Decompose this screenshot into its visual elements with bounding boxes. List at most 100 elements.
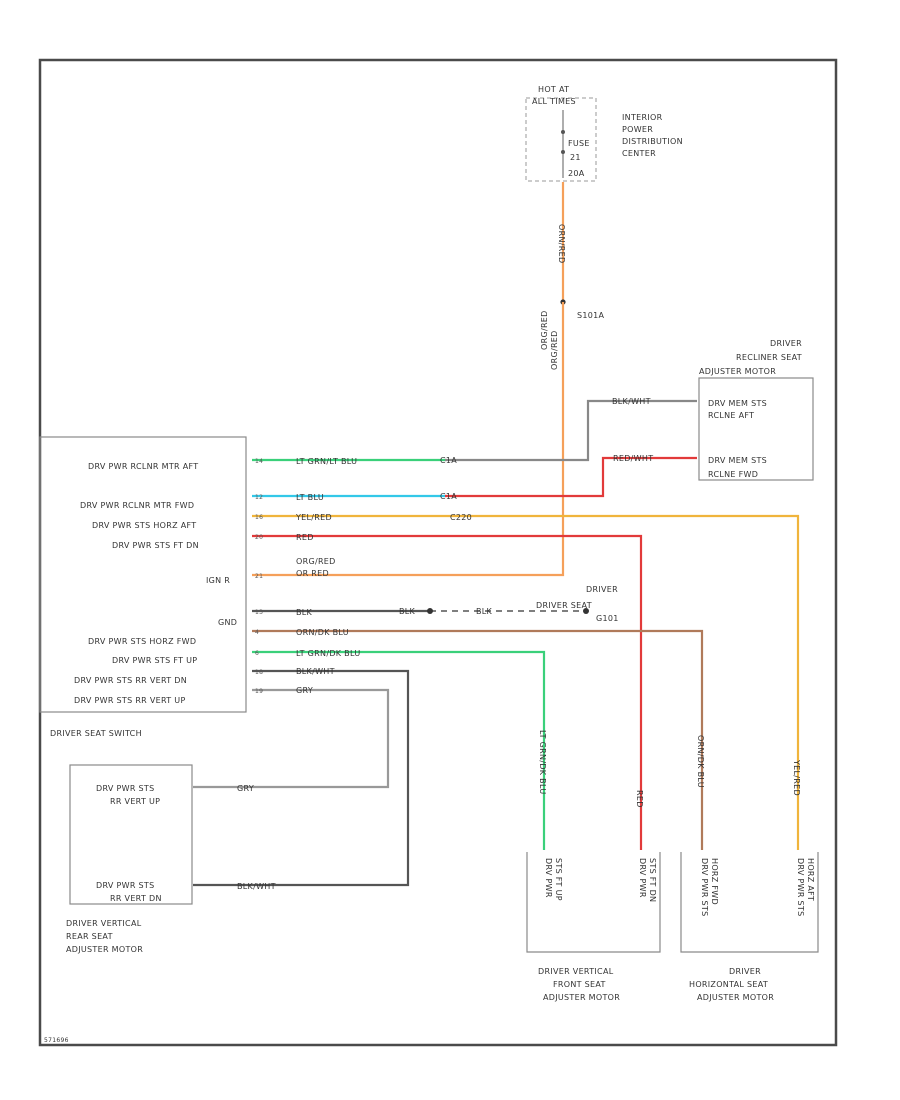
horz-title-3: ADJUSTER MOTOR <box>697 993 774 1002</box>
ground-label-line-text: DRIVER SEAT <box>536 601 592 610</box>
wire-label-c220: C220 <box>450 513 472 522</box>
switch-pin-number-1: 12 <box>255 494 263 501</box>
rear-title-2: REAR SEAT <box>66 932 113 941</box>
wire-label-red-wht-recliner: RED/WHT <box>613 454 653 463</box>
ground-label-name: G101 <box>596 614 619 623</box>
all-times-label: ALL TIMES <box>532 97 576 106</box>
recliner-pin2-line1: DRV MEM STS <box>708 456 767 465</box>
switch-pin-label-4: IGN R <box>206 576 230 585</box>
ground-point-dot <box>583 608 589 614</box>
wire-yel-red <box>252 514 800 850</box>
wire-label-lt-grn-blu-vertical: LT GRN/DK BLU <box>538 730 547 794</box>
center-label-1: INTERIOR <box>622 113 663 122</box>
switch-title: DRIVER SEAT SWITCH <box>50 729 142 738</box>
front-pin1-line1: DRV PWR <box>544 858 553 898</box>
switch-pin-number-3: 20 <box>255 534 263 541</box>
wire-label-blk-wht-motor: BLK/WHT <box>237 882 276 891</box>
recliner-title-3: ADJUSTER MOTOR <box>699 367 776 376</box>
wire-label-blk-ground-mid: BLK <box>399 607 416 616</box>
rear-pin2-line2: RR VERT DN <box>110 894 162 903</box>
horz-pin1-line2: HORZ FWD <box>710 858 719 905</box>
wire-blk-wht-rear <box>193 669 410 887</box>
figure-id: 571696 <box>44 1037 69 1044</box>
recliner-title-1: DRIVER <box>770 339 802 348</box>
center-label-4: CENTER <box>622 149 656 158</box>
wire-label-blk-ground-right: BLK <box>476 607 493 616</box>
wire-red-wht-recliner <box>445 456 697 498</box>
horz-title-1: DRIVER <box>729 967 761 976</box>
rear-pin1-line1: DRV PWR STS <box>96 784 154 793</box>
switch-pin-number-8: 18 <box>255 669 263 676</box>
fuse-label: FUSE <box>568 139 590 148</box>
wire-label-lt-grn-lt-blu: LT GRN/LT BLU <box>296 457 357 466</box>
switch-pin-number-2: 16 <box>255 514 263 521</box>
wire-gry-rear <box>193 688 390 789</box>
switch-pin-label-0: DRV PWR RCLNR MTR AFT <box>88 462 198 471</box>
recliner-title-2: RECLINER SEAT <box>736 353 802 362</box>
wire-label-red: RED <box>296 533 314 542</box>
fuse-number: 21 <box>570 153 581 162</box>
center-label-2: POWER <box>622 125 653 134</box>
fuse-rating: 20A <box>568 169 585 178</box>
switch-pin-label-2: DRV PWR STS HORZ AFT <box>92 521 196 530</box>
wire-label-org-red-vertical-a: ORG/RED <box>540 310 549 350</box>
recliner-pin1-line2: RCLNE AFT <box>708 411 754 420</box>
wire-lt-grn-blu <box>252 650 546 850</box>
wire-label-org-red-line1: ORG/RED <box>296 557 336 566</box>
wire-label-orn-blu-vertical: ORN/DK BLU <box>696 735 705 788</box>
horz-title-2: HORIZONTAL SEAT <box>689 980 768 989</box>
recliner-pin2-line2: RCLNE FWD <box>708 470 758 479</box>
front-vertical-motor: DRV PWR STS FT UP DRV PWR STS FT DN DRIV… <box>526 852 661 1002</box>
wire-orn-blu <box>252 629 704 850</box>
switch-pin-number-5: 13 <box>255 609 263 616</box>
wire-label-org-red-line2: OR RED <box>296 569 329 578</box>
splice-s101-label: S101A <box>577 311 605 320</box>
connector-c1a-top: C1A <box>440 456 457 465</box>
horz-pin2-line1: DRV PWR STS <box>796 858 805 916</box>
switch-pin-label-1: DRV PWR RCLNR MTR FWD <box>80 501 194 510</box>
rear-title-3: ADJUSTER MOTOR <box>66 945 143 954</box>
switch-pin-number-4: 21 <box>255 573 263 580</box>
rear-pin2-line1: DRV PWR STS <box>96 881 154 890</box>
wire-label-red-vertical: RED <box>635 790 644 808</box>
wire-label-yel-red: YEL/RED <box>295 513 332 522</box>
wire-label-gry-rear: GRY <box>296 686 313 695</box>
wire-label-lt-blu: LT BLU <box>296 493 324 502</box>
switch-pin-label-5: GND <box>218 618 237 627</box>
recliner-motor: DRIVER RECLINER SEAT ADJUSTER MOTOR DRV … <box>698 339 814 481</box>
switch-pin-number-6: 4 <box>255 629 259 636</box>
switch-pin-label-9: DRV PWR STS RR VERT UP <box>74 696 186 705</box>
front-title-1: DRIVER VERTICAL <box>538 967 614 976</box>
wire-label-gry-motor: GRY <box>237 784 254 793</box>
wire-blk-wht-recliner <box>445 399 697 462</box>
wire-label-orn-red-vertical: ORN/RED <box>557 224 566 263</box>
rear-vertical-motor: DRV PWR STS RR VERT UP DRV PWR STS RR VE… <box>66 764 193 954</box>
fuse-block: HOT AT ALL TIMES FUSE 21 20A INTERIOR PO… <box>525 85 683 182</box>
recliner-pin1-line1: DRV MEM STS <box>708 399 767 408</box>
switch-pin-number-0: 14 <box>255 458 263 465</box>
front-pin2-line1: DRV PWR <box>638 858 647 898</box>
wire-org-red-ign <box>252 302 565 577</box>
horz-pin2-line2: HORZ AFT <box>806 858 815 901</box>
wire-label-yel-red-vertical: YEL/RED <box>792 759 801 796</box>
switch-pin-label-8: DRV PWR STS RR VERT DN <box>74 676 187 685</box>
switch-pin-label-7: DRV PWR STS FT UP <box>112 656 197 665</box>
horizontal-motor: DRV PWR STS HORZ FWD DRV PWR STS HORZ AF… <box>680 852 819 1002</box>
wire-label-blk-wht-recliner: BLK/WHT <box>612 397 651 406</box>
rear-pin1-line2: RR VERT UP <box>110 797 160 806</box>
hot-at-label: HOT AT <box>538 85 569 94</box>
wire-label-lt-grn-blu: LT GRN/DK BLU <box>296 649 360 658</box>
front-title-2: FRONT SEAT <box>553 980 606 989</box>
horz-pin1-line1: DRV PWR STS <box>700 858 709 916</box>
wire-red <box>252 534 643 850</box>
fuse-terminal-top <box>561 130 565 134</box>
center-label-3: DISTRIBUTION <box>622 137 683 146</box>
switch-pin-label-3: DRV PWR STS FT DN <box>112 541 199 550</box>
front-pin1-line2: STS FT UP <box>554 858 563 901</box>
connector-c1a-bottom: C1A <box>440 492 457 501</box>
wire-label-orn-blu: ORN/DK BLU <box>296 628 349 637</box>
front-pin2-line2: STS FT DN <box>648 858 657 902</box>
wire-label-org-red-vertical-b: ORG/RED <box>550 330 559 370</box>
ground-label-line1: DRIVER <box>586 585 618 594</box>
